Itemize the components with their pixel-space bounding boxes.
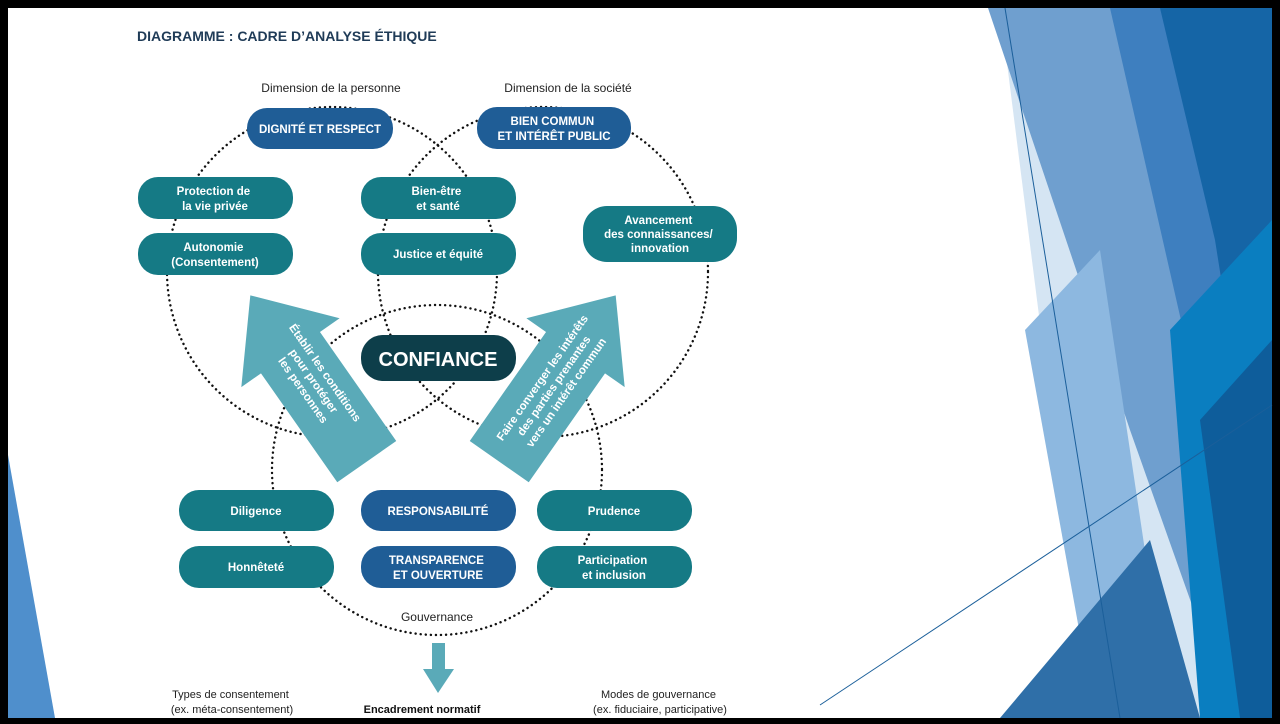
pill-diligence: Diligence [179,490,334,531]
pill-dignite-label: DIGNITÉ ET RESPECT [259,123,381,136]
center-confiance: CONFIANCE [361,335,516,381]
svg-text:Bien-être et santé: Bien-être et santé [411,186,464,213]
dimension-societe-label: Dimension de la société [504,81,632,95]
svg-text:Participation et inclusi: Participation et inclusion [578,555,651,582]
pill-responsabilite: RESPONSABILITÉ [361,490,516,531]
pill-bien-etre: Bien-être et santé [361,177,516,219]
pill-bien-commun-line-2: ET INTÉRÊT PUBLIC [497,130,610,143]
pill-participation-line-1: Participation [578,555,648,567]
gouvernance-label: Gouvernance [401,610,473,624]
svg-text:Types de consentement (ex.: Types de consentement (ex. méta-consente… [171,689,293,716]
pill-bien-etre-line-2: et santé [416,201,459,213]
pill-honnetete-label: Honnêteté [228,562,284,574]
bottom-right-line-2: (ex. fiduciaire, participative) [593,704,727,716]
svg-text:Avancement des connaissa: Avancement des connaissances/ innovation [604,215,716,255]
pill-bien-commun-line-1: BIEN COMMUN [511,116,595,128]
pill-prudence-label: Prudence [588,506,640,518]
pill-vie-privee-line-2: la vie privée [182,201,248,213]
down-arrow [423,643,454,693]
pill-dignite: DIGNITÉ ET RESPECT [247,108,393,149]
pill-participation: Participation et inclusion [537,546,692,588]
svg-text:BIEN COMMUN ET INTÉRÊT P: BIEN COMMUN ET INTÉRÊT PUBLIC [497,116,610,143]
bottom-left-line-2: (ex. méta-consentement) [171,704,293,716]
decorative-facets [819,7,1273,719]
pill-justice: Justice et équité [361,233,516,275]
pill-vie-privee: Protection de la vie privée [138,177,293,219]
pill-avancement-line-1: Avancement [624,215,692,227]
svg-text:TRANSPARENCE ET OUVERTUR: TRANSPARENCE ET OUVERTURE [389,555,487,582]
pill-transparence-line-1: TRANSPARENCE [389,555,484,567]
dimension-personne-label: Dimension de la personne [261,81,401,95]
pill-autonomie-line-2: (Consentement) [171,257,259,269]
pill-autonomie-line-1: Autonomie [183,242,243,254]
pill-transparence: TRANSPARENCE ET OUVERTURE [361,546,516,588]
pill-avancement-line-2: des connaissances/ [604,229,713,241]
pill-bien-etre-line-1: Bien-être [411,186,461,198]
bottom-center-label: Encadrement normatif [364,704,481,716]
pill-bien-commun: BIEN COMMUN ET INTÉRÊT PUBLIC [477,107,631,149]
center-confiance-label: CONFIANCE [379,349,498,371]
pill-avancement: Avancement des connaissances/ innovation [583,206,737,262]
pill-autonomie: Autonomie (Consentement) [138,233,293,275]
pill-prudence: Prudence [537,490,692,531]
bottom-right-line-1: Modes de gouvernance [601,689,716,701]
pill-participation-line-2: et inclusion [582,570,646,582]
bottom-left-line-1: Types de consentement [172,689,289,701]
pill-responsabilite-label: RESPONSABILITÉ [388,505,489,518]
left-facet [8,455,55,718]
svg-text:Protection de la vie pri: Protection de la vie privée [177,186,254,213]
pill-vie-privee-line-1: Protection de [177,186,250,198]
svg-text:Autonomie (Consentement): Autonomie (Consentement) [171,242,259,269]
pill-transparence-line-2: ET OUVERTURE [393,570,483,582]
pill-diligence-label: Diligence [230,506,281,518]
diagram-title: DIAGRAMME : CADRE D’ANALYSE ÉTHIQUE [137,28,437,44]
pill-justice-label: Justice et équité [393,249,483,261]
pill-avancement-line-3: innovation [631,243,689,255]
svg-text:Modes de gouvernance (ex.: Modes de gouvernance (ex. fiduciaire, pa… [593,689,727,716]
circle-gouvernance [270,303,604,637]
pill-honnetete: Honnêteté [179,546,334,588]
